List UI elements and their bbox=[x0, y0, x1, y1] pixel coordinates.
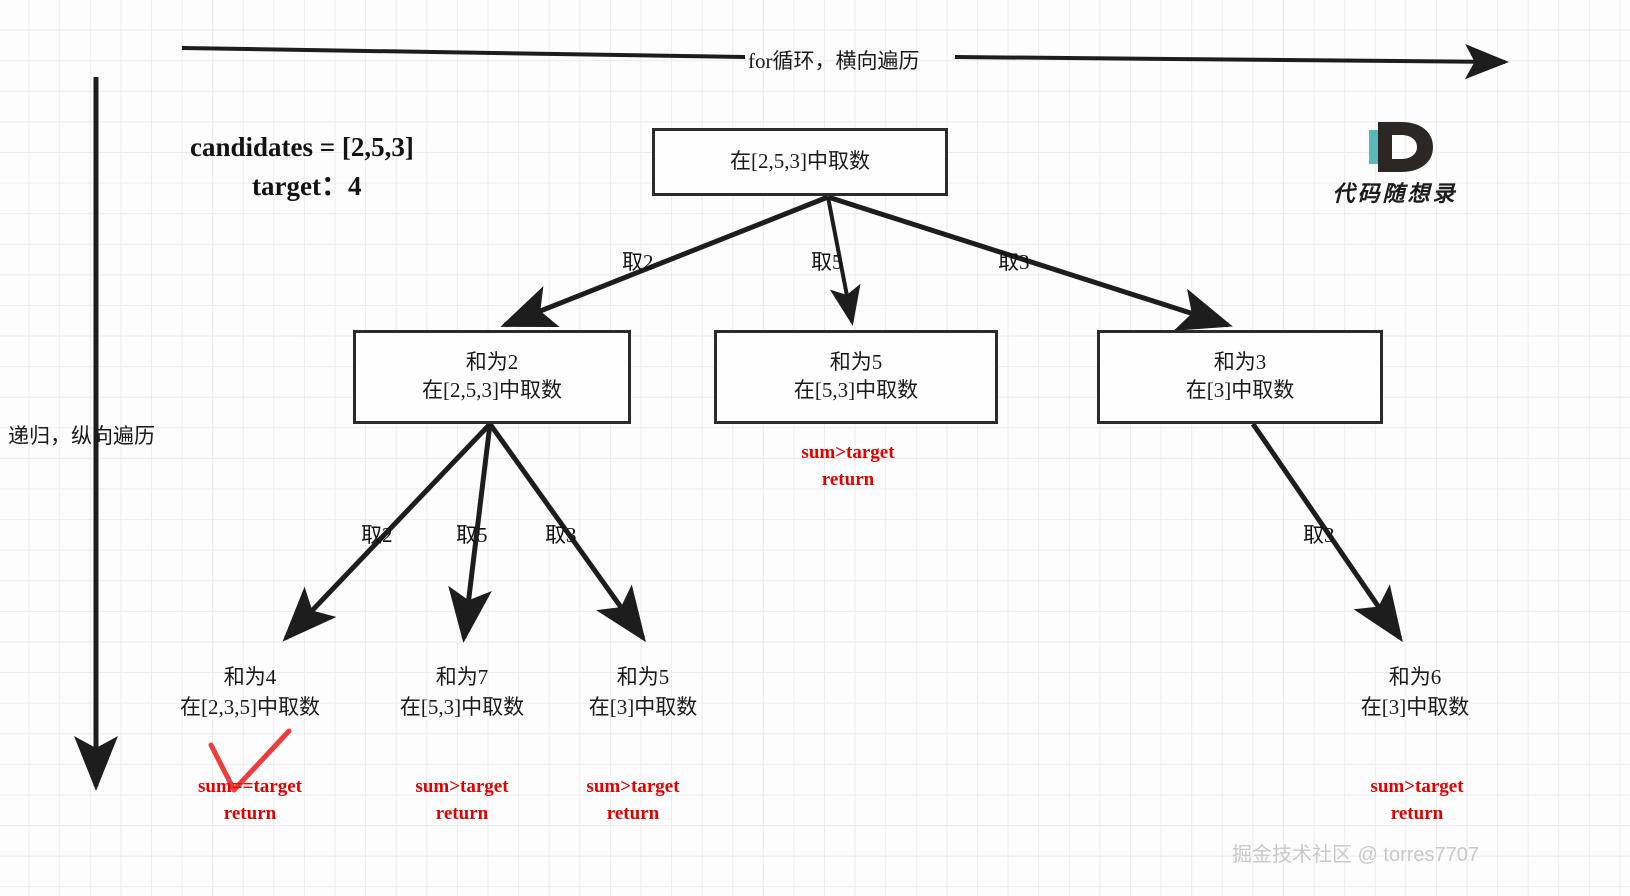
tree-node-sum-label: 和为3 bbox=[1213, 350, 1267, 375]
annotation-line2: return bbox=[223, 802, 277, 824]
annotation-line1: sum>target bbox=[801, 442, 895, 463]
edge-label-n3-3: 取3 bbox=[1303, 523, 1335, 547]
tree-node-sum-label: 和为2 bbox=[465, 350, 519, 375]
edge-label-n1-1: 取5 bbox=[456, 523, 488, 547]
tree-node-level1-2[interactable]: 和为3 在[3]中取数 bbox=[1097, 330, 1383, 424]
parameters-block: candidates = [2,5,3] target：4 bbox=[190, 128, 414, 206]
tree-leaf-3[interactable]: 和为6 在[3]中取数 bbox=[1330, 662, 1500, 723]
annotation-line2: return bbox=[606, 802, 660, 824]
tree-node-pick-label: 在[5,3]中取数 bbox=[793, 378, 919, 402]
tree-leaf-pick-label: 在[5,3]中取数 bbox=[399, 695, 525, 720]
tree-node-root[interactable]: 在[2,5,3]中取数 bbox=[652, 128, 948, 196]
annotation-line1: sum==target bbox=[198, 776, 302, 797]
tree-leaf-1[interactable]: 和为7 在[5,3]中取数 bbox=[368, 662, 556, 723]
target-text: target：4 bbox=[252, 171, 362, 202]
annotation-line2: return bbox=[435, 802, 489, 824]
brand-logo: 代码随想录 bbox=[1300, 118, 1490, 210]
tree-node-root-label: 在[2,5,3]中取数 bbox=[730, 149, 870, 174]
annotation-leaf-3: sum>target return bbox=[1325, 774, 1509, 828]
tree-node-pick-label: 在[2,5,3]中取数 bbox=[422, 378, 562, 402]
edge-label-root-0: 取2 bbox=[622, 250, 654, 274]
candidates-text: candidates = [2,5,3] bbox=[190, 132, 414, 162]
annotation-line2: return bbox=[821, 468, 875, 490]
annotation-line1: sum>target bbox=[415, 776, 509, 797]
edge-label-root-1: 取5 bbox=[811, 250, 843, 274]
edge-label-n1-0: 取2 bbox=[361, 523, 393, 547]
tree-node-level1-1[interactable]: 和为5 在[5,3]中取数 bbox=[714, 330, 998, 424]
tree-leaf-pick-label: 在[3]中取数 bbox=[1360, 695, 1470, 720]
horizontal-axis-label: for循环，横向遍历 bbox=[748, 49, 920, 73]
tree-leaf-sum-label: 和为4 bbox=[223, 665, 277, 689]
annotation-level1-1: sum>target return bbox=[786, 440, 910, 494]
annotation-leaf-0: sum==target return bbox=[155, 774, 345, 828]
tree-leaf-pick-label: 在[2,3,5]中取数 bbox=[180, 695, 320, 720]
logo-d-icon bbox=[1300, 118, 1490, 176]
watermark-text: 掘金技术社区 @ torres7707 bbox=[1232, 844, 1480, 866]
tree-leaf-pick-label: 在[3]中取数 bbox=[588, 695, 698, 720]
vertical-axis-label: 递归，纵向遍历 bbox=[8, 424, 155, 448]
edge-label-n1-2: 取3 bbox=[545, 523, 577, 547]
annotation-leaf-1: sum>target return bbox=[370, 774, 554, 828]
annotation-line1: sum>target bbox=[1370, 776, 1464, 797]
tree-leaf-0[interactable]: 和为4 在[2,3,5]中取数 bbox=[150, 662, 350, 723]
annotation-line1: sum>target bbox=[586, 776, 680, 797]
logo-caption: 代码随想录 bbox=[1332, 181, 1458, 206]
tree-leaf-sum-label: 和为7 bbox=[435, 665, 489, 689]
tree-leaf-sum-label: 和为5 bbox=[616, 665, 670, 689]
annotation-line2: return bbox=[1390, 802, 1444, 824]
edge-label-root-2: 取3 bbox=[998, 250, 1030, 274]
tree-node-pick-label: 在[3]中取数 bbox=[1185, 378, 1295, 402]
annotation-leaf-2: sum>target return bbox=[541, 774, 725, 828]
tree-node-sum-label: 和为5 bbox=[829, 350, 883, 375]
tree-node-level1-0[interactable]: 和为2 在[2,5,3]中取数 bbox=[353, 330, 631, 424]
tree-leaf-2[interactable]: 和为5 在[3]中取数 bbox=[558, 662, 728, 723]
edge-root-to-n1 bbox=[500, 194, 829, 328]
tree-leaf-sum-label: 和为6 bbox=[1388, 665, 1442, 689]
